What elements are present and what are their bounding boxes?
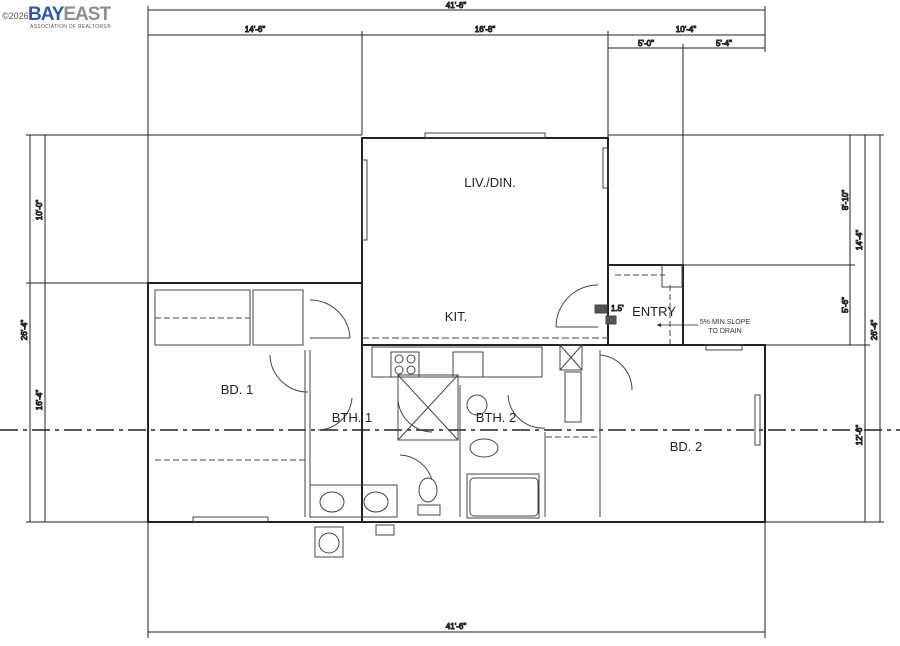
doors (269, 284, 633, 481)
windows (192, 132, 761, 523)
dim-top-right: 10'-4" (676, 25, 697, 34)
room-bath-2: BTH. 2 (476, 410, 516, 425)
dim-top-left: 14'-6" (245, 25, 266, 34)
dim-top-mid: 16'-8" (475, 25, 496, 34)
copyright-text: ©2026 (2, 11, 29, 21)
logo-subtitle: ASSOCIATION OF REALTORS® (30, 24, 111, 30)
dim-right-a: 8'-10" (841, 190, 850, 211)
dim-entry-step: 1.5' (611, 304, 624, 313)
room-bedroom-1: BD. 1 (221, 382, 254, 397)
dim-top-right-b: 5'-4" (716, 39, 732, 48)
dim-top-total: 41'-6" (446, 1, 467, 10)
room-bath-1: BTH. 1 (332, 410, 372, 425)
room-entry: ENTRY (632, 304, 676, 319)
dim-right-b: 5'-6" (841, 297, 850, 313)
dim-left-lower: 16'-4" (35, 390, 44, 411)
dim-right-total: 26'-4" (870, 320, 879, 341)
interior-walls (154, 264, 683, 519)
logo-brand: BAYEAST (28, 4, 111, 26)
dim-right-lower: 12'-6" (855, 425, 864, 446)
dim-top-right-a: 5'-0" (638, 39, 654, 48)
dim-right-upper: 14'-4" (855, 230, 864, 251)
dim-left-total: 26'-4" (20, 320, 29, 341)
slope-arrowhead (657, 323, 661, 327)
logo-brand-b: EAST (63, 4, 111, 25)
fixtures (314, 304, 617, 558)
room-living-dining: LIV./DIN. (464, 175, 516, 190)
logo-brand-a: BAY (28, 4, 64, 25)
room-kitchen: KIT. (445, 309, 467, 324)
room-bedroom-2: BD. 2 (670, 439, 703, 454)
dim-left-upper: 10'-0" (35, 200, 44, 221)
slope-note-line2: TO DRAIN (708, 328, 741, 335)
dim-bottom-total: 41'-6" (446, 622, 467, 631)
dimension-lines (26, 6, 884, 638)
walls (147, 137, 766, 523)
slope-note-line1: 5% MIN.SLOPE (700, 319, 751, 326)
